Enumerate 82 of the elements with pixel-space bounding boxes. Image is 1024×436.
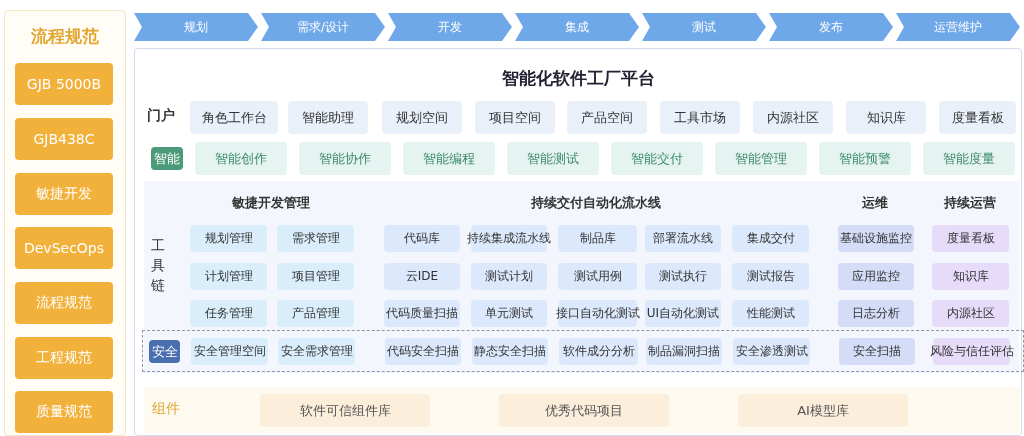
tool-tile: 计划管理 [190, 263, 267, 290]
tool-tile: 产品管理 [277, 300, 354, 327]
standard-tag: DevSecOps [15, 227, 113, 269]
row-label: 门户 [146, 106, 176, 125]
tool-tile: 安全管理空间 [191, 338, 268, 365]
tool-tile: 性能测试 [732, 300, 809, 327]
portal-tile: 度量看板 [939, 101, 1016, 134]
component-tile: 软件可信组件库 [260, 394, 430, 427]
tool-tile: 代码质量扫描 [384, 300, 460, 327]
tool-tile: 代码库 [384, 225, 460, 252]
tool-tile: 安全渗透测试 [733, 338, 810, 365]
tool-tile: 部署流水线 [645, 225, 721, 252]
tool-tile: 基础设施监控 [838, 225, 914, 252]
band-label: 工具链 [150, 236, 166, 295]
tool-tile: 测试报告 [732, 263, 809, 290]
tool-tile: 应用监控 [838, 263, 914, 290]
feature-tile: 智能管理 [715, 142, 807, 175]
tool-tile: 单元测试 [471, 300, 547, 327]
standard-tag: GJB 5000B [15, 63, 113, 105]
tool-tile: 内源社区 [932, 300, 1009, 327]
standard-tag: 工程规范 [15, 337, 113, 379]
tool-tile: 知识库 [932, 263, 1009, 290]
group-heading: 敏捷开发管理 [231, 194, 311, 212]
feature-tile: 智能编程 [403, 142, 495, 175]
tool-tile: 任务管理 [190, 300, 267, 327]
portal-tile: 角色工作台 [190, 101, 278, 134]
component-band [144, 387, 1019, 433]
portal-tile: 规划空间 [382, 101, 462, 134]
tool-tile: 规划管理 [190, 225, 267, 252]
standard-tag: GJB438C [15, 118, 113, 160]
tool-tile: 云IDE [384, 263, 460, 290]
tool-tile: 安全扫描 [839, 338, 915, 365]
component-tile: 优秀代码项目 [499, 394, 669, 427]
standard-tag: 质量规范 [15, 391, 113, 433]
standard-tag: 流程规范 [15, 282, 113, 324]
tool-tile: UI自动化测试 [645, 300, 721, 327]
portal-tile: 知识库 [846, 101, 926, 134]
portal-tile: 产品空间 [567, 101, 647, 134]
tool-tile: 安全需求管理 [278, 338, 355, 365]
stage-tab: 开发 [388, 13, 512, 41]
portal-tile: 项目空间 [475, 101, 555, 134]
component-tile: AI模型库 [738, 394, 908, 427]
group-heading: 运维 [861, 194, 889, 212]
tool-tile: 测试用例 [558, 263, 637, 290]
tool-tile: 制品漏洞扫描 [646, 338, 722, 365]
tool-tile: 日志分析 [838, 300, 914, 327]
standard-tag: 敏捷开发 [15, 173, 113, 215]
feature-tile: 智能协作 [299, 142, 391, 175]
feature-tile: 智能交付 [611, 142, 703, 175]
category-badge: 安全 [149, 340, 180, 363]
tool-tile: 制品库 [558, 225, 637, 252]
stage-tab: 需求/设计 [261, 13, 385, 41]
feature-tile: 智能测试 [507, 142, 599, 175]
category-badge: 智能 [151, 147, 183, 170]
tool-tile: 需求管理 [277, 225, 354, 252]
tool-tile: 静态安全扫描 [472, 338, 548, 365]
portal-tile: 工具市场 [660, 101, 740, 134]
security-band [142, 330, 1024, 372]
tool-tile: 代码安全扫描 [385, 338, 461, 365]
feature-tile: 智能创作 [195, 142, 287, 175]
tool-tile: 集成交付 [732, 225, 809, 252]
group-heading: 持续运营 [942, 194, 997, 212]
platform-title: 智能化软件工厂平台 [500, 67, 656, 90]
stage-tab: 发布 [769, 13, 893, 41]
stage-tab: 集成 [515, 13, 639, 41]
stage-tab: 运营维护 [896, 13, 1020, 41]
tool-tile: 测试计划 [471, 263, 547, 290]
tool-tile: 度量看板 [932, 225, 1009, 252]
stage-tab: 测试 [642, 13, 766, 41]
portal-tile: 内源社区 [753, 101, 833, 134]
portal-tile: 智能助理 [288, 101, 368, 134]
standards-panel [4, 10, 126, 436]
platform-panel [134, 48, 1022, 436]
group-heading: 持续交付自动化流水线 [529, 194, 662, 212]
panel-title: 流程规范 [30, 25, 100, 48]
feature-tile: 智能预警 [819, 142, 911, 175]
tool-tile: 软件成分分析 [559, 338, 638, 365]
band-label: 组件 [152, 400, 180, 418]
stage-tab: 规划 [134, 13, 258, 41]
tool-tile: 项目管理 [277, 263, 354, 290]
tool-tile: 测试执行 [645, 263, 721, 290]
feature-tile: 智能度量 [923, 142, 1015, 175]
